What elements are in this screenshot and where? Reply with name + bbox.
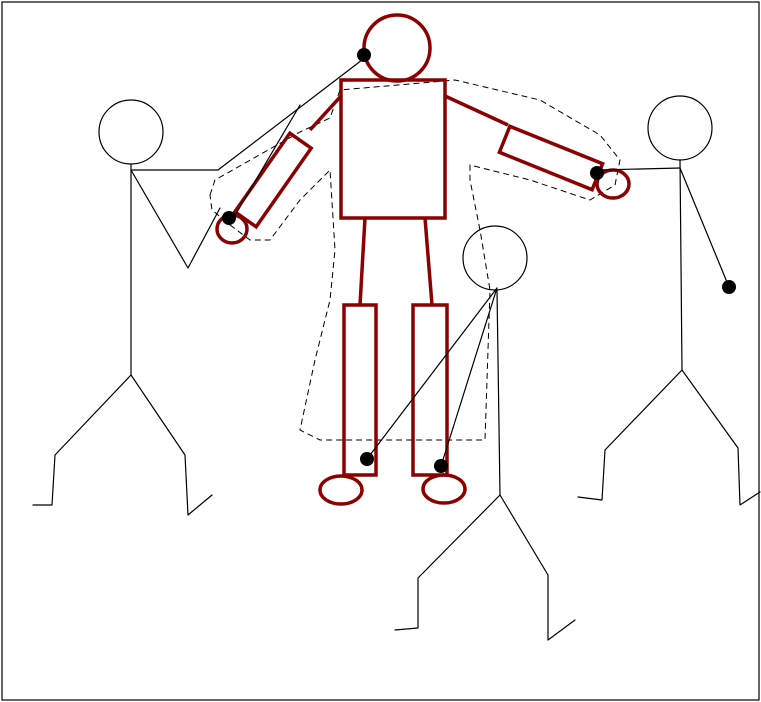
puppet-left-foot [320,476,362,504]
bottom-puppeteer-right-leg [500,495,575,640]
left-puppeteer-right-leg [131,375,212,515]
puppet-left-shin [344,305,376,475]
control-point-left-foot [360,452,374,466]
puppet-torso [341,80,445,218]
control-point-right-hand [590,166,604,180]
puppet-head [364,15,430,81]
dashed-outline [210,80,620,440]
right-puppeteer [578,96,760,505]
right-puppeteer-right-leg [682,370,760,505]
left-puppeteer-left-leg [33,375,131,505]
puppet-left-thigh [360,218,365,305]
puppet-right-thigh [425,218,432,305]
control-point-left-hand [222,211,236,225]
puppet-right-foot [423,475,465,503]
right-puppeteer-left-leg [578,370,682,500]
bottom-control-string-right [441,288,497,466]
control-point-right-foot [434,459,448,473]
bottom-puppeteer-body [497,290,500,495]
puppet-right-shoulder [445,96,508,125]
left-control-string [230,105,300,224]
right-puppeteer-body [680,160,682,370]
right-puppeteer-arm-right [680,168,729,287]
right-puppeteer-head [648,96,712,160]
bottom-control-string-left [367,288,497,459]
control-point-right-puppeteer-hand [722,280,736,294]
bottom-puppeteer [367,226,575,640]
puppet-right-forearm [499,126,602,189]
puppet-figure [217,15,629,504]
control-point-head [357,48,371,62]
left-puppeteer-head [99,100,163,164]
left-puppeteer-arm-lower [131,170,220,268]
bottom-puppeteer-left-leg [395,495,500,630]
left-puppeteer-arm-upper [131,60,362,170]
puppet-right-shin [413,305,447,475]
bottom-puppeteer-head [463,226,527,290]
puppet-left-shoulder [310,96,341,130]
